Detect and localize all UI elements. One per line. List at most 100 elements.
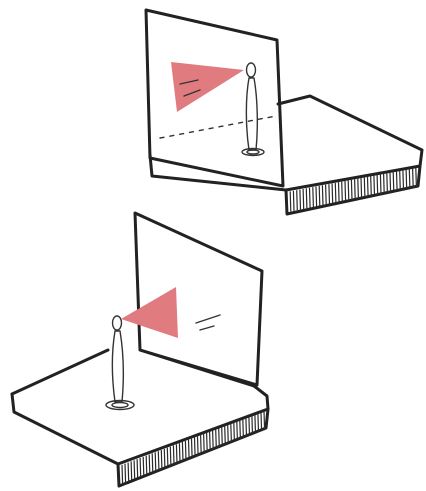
hatch-line: [166, 447, 169, 467]
top-floor-edge: [284, 164, 422, 216]
hatch-line: [239, 420, 241, 440]
bottom-wall-panel: [133, 211, 264, 387]
hatch-line: [203, 433, 205, 454]
hatch-line: [350, 179, 353, 200]
hatch-line: [215, 429, 217, 449]
hatch-line: [148, 454, 151, 474]
hatch-line: [405, 169, 408, 190]
hatch-line: [218, 428, 220, 448]
hatch-line: [133, 460, 136, 480]
top-floor-slab: [148, 94, 424, 192]
top-view-cone: [171, 62, 244, 112]
hatch-line: [227, 424, 229, 444]
bottom-floor-hatch: [121, 411, 266, 484]
hatch-line: [124, 463, 127, 483]
top-floor-hatch: [289, 167, 417, 212]
top-person-icon: [241, 62, 265, 157]
hatch-line: [408, 168, 411, 189]
hatch-line: [395, 171, 398, 192]
hatch-line: [289, 191, 292, 212]
hatch-line: [363, 177, 366, 198]
hatch-line: [224, 425, 226, 446]
hatch-line: [383, 173, 385, 194]
hatch-line: [347, 180, 350, 201]
hatch-line: [325, 184, 327, 205]
hatch-line: [331, 183, 334, 204]
hatch-line: [360, 177, 363, 199]
hatch-line: [172, 445, 175, 465]
hatch-line: [263, 411, 266, 431]
hatch-line: [245, 417, 248, 438]
hatch-line: [181, 441, 184, 462]
hatch-line: [337, 182, 340, 203]
hatch-line: [260, 412, 263, 432]
hatch-line: [392, 171, 395, 192]
hatch-line: [151, 453, 154, 473]
hatch-line: [386, 173, 388, 194]
hatch-line: [212, 430, 214, 450]
top-cone-mark: [179, 79, 201, 97]
hatch-line: [344, 180, 347, 202]
hatch-line: [139, 457, 142, 478]
hatch-line: [187, 439, 190, 459]
hatch-line: [302, 188, 305, 210]
hatch-line: [399, 170, 401, 191]
hatch-line: [142, 456, 145, 476]
hatch-line: [163, 448, 166, 468]
hatch-line: [154, 452, 157, 472]
hatch-line: [415, 167, 417, 188]
hatch-line: [373, 175, 376, 196]
hatch-line: [136, 459, 139, 479]
hatch-line: [190, 438, 193, 458]
hatch-line: [196, 436, 199, 456]
hatch-line: [412, 168, 414, 189]
hatch-line: [184, 440, 187, 460]
hatch-line: [257, 413, 260, 433]
hatch-line: [402, 169, 405, 191]
hatch-line: [233, 422, 235, 442]
hatch-line: [366, 176, 369, 197]
hatch-line: [321, 185, 324, 206]
hatch-line: [354, 179, 356, 200]
hatch-line: [296, 190, 298, 211]
hatch-line: [175, 444, 178, 464]
hatch-line: [251, 415, 254, 435]
bottom-cone-mark: [195, 314, 221, 331]
hatch-line: [206, 432, 208, 452]
hatch-line: [242, 419, 244, 439]
hatch-line: [178, 443, 181, 463]
hatch-line: [328, 184, 331, 205]
top-scene: [144, 8, 424, 216]
hatch-line: [127, 462, 130, 482]
top-dashed-line: [159, 115, 277, 139]
hatch-line: [318, 185, 321, 206]
hatch-line: [209, 431, 211, 451]
hatch-line: [145, 455, 148, 475]
bottom-person-icon: [105, 315, 135, 411]
hatch-line: [236, 421, 238, 441]
hatch-line: [334, 182, 337, 203]
hatch-line: [389, 172, 392, 193]
hatch-line: [379, 174, 382, 195]
hatch-line: [370, 176, 372, 197]
top-wall-panel: [144, 8, 285, 188]
hatch-line: [308, 187, 311, 208]
hatch-line: [130, 461, 133, 481]
hatch-line: [121, 464, 124, 484]
hatch-line: [160, 449, 163, 470]
hatch-line: [315, 186, 318, 207]
hatch-line: [376, 174, 379, 195]
bottom-scene: [10, 211, 270, 488]
hatch-line: [292, 190, 295, 211]
hatch-line: [305, 188, 308, 209]
hatch-line: [312, 187, 314, 208]
hatch-line: [299, 189, 302, 210]
hatch-line: [169, 446, 172, 466]
hatch-line: [200, 435, 202, 455]
hatch-line: [341, 181, 343, 202]
hatch-line: [157, 451, 160, 471]
hatch-line: [248, 416, 251, 436]
hatch-line: [193, 437, 196, 457]
